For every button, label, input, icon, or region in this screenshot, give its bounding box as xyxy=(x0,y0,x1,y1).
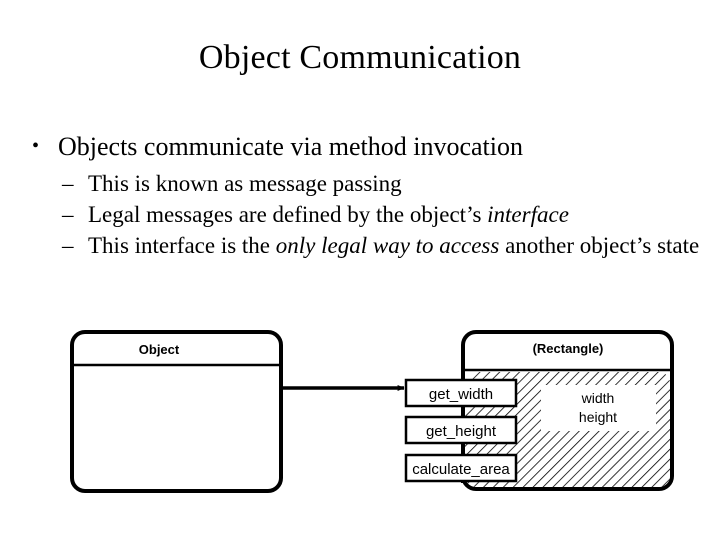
method-box-calculate-area[interactable]: calculate_area xyxy=(404,453,518,483)
bullet-marker: • xyxy=(32,135,40,157)
bullet-text: This is known as message passing xyxy=(88,171,402,196)
bullet-marker: – xyxy=(62,202,74,227)
object-box-title: Object xyxy=(139,342,180,357)
bullet-marker: – xyxy=(62,171,74,196)
bullet-list: • Objects communicate via method invocat… xyxy=(26,130,702,261)
method-label: get_width xyxy=(429,386,493,403)
bullet-text: Legal messages are defined by the object… xyxy=(88,202,488,227)
method-label: get_height xyxy=(426,423,497,440)
bullet-text: Objects communicate via method invocatio… xyxy=(58,132,523,161)
rectangle-box-title: (Rectangle) xyxy=(533,341,604,356)
bullet-item-level2-interface-access: – This interface is the only legal way t… xyxy=(26,230,702,261)
method-label: calculate_area xyxy=(412,461,510,478)
method-box-get-height[interactable]: get_height xyxy=(404,415,518,445)
method-box-outline xyxy=(404,415,518,445)
bullet-text-emphasis: interface xyxy=(487,202,569,227)
attributes-box[interactable]: width height xyxy=(541,385,656,431)
method-box-outline xyxy=(404,453,518,483)
bullet-item-level2-legal-messages: – Legal messages are defined by the obje… xyxy=(26,199,702,230)
bullet-text-tail: another object’s state xyxy=(499,233,700,258)
object-box-outline xyxy=(70,330,283,493)
attribute-label-width: width xyxy=(581,390,615,406)
bullet-marker: – xyxy=(62,233,74,258)
bullet-text-emphasis: only legal way to access xyxy=(275,233,500,258)
attribute-label-height: height xyxy=(579,409,617,425)
bullet-item-level1: • Objects communicate via method invocat… xyxy=(26,130,702,164)
page-title: Object Communication xyxy=(198,39,522,76)
object-class-box[interactable]: Object xyxy=(70,330,283,493)
bullet-text: This interface is the xyxy=(88,233,276,258)
method-box-outline xyxy=(404,378,518,408)
method-box-get-width[interactable]: get_width xyxy=(404,378,518,408)
bullet-item-level2-message-passing: – This is known as message passing xyxy=(26,168,702,199)
attributes-box-background xyxy=(541,385,656,431)
